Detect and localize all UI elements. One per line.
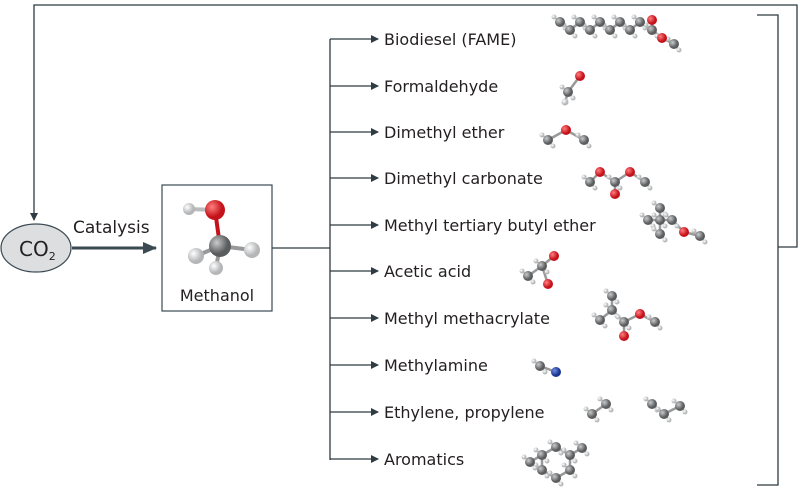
svg-text:CO2: CO2 xyxy=(19,237,56,263)
product-label: Dimethyl ether xyxy=(384,123,505,142)
recycle-loop-line xyxy=(757,14,779,486)
product-row: Dimethyl carbonate xyxy=(330,167,653,199)
methanol-molecule-icon xyxy=(183,200,260,275)
recycle-arrow xyxy=(30,4,798,248)
molecule-icon xyxy=(583,396,688,423)
molecule-icon xyxy=(639,200,708,245)
product-row: Methyl tertiary butyl ether xyxy=(330,200,708,245)
product-label: Aromatics xyxy=(384,450,464,469)
co2-label: CO xyxy=(19,237,49,261)
product-label: Dimethyl carbonate xyxy=(384,169,543,188)
product-label: Acetic acid xyxy=(384,262,471,281)
product-label: Methyl methacrylate xyxy=(384,309,550,328)
product-row: Acetic acid xyxy=(330,251,559,289)
catalysis-label: Catalysis xyxy=(73,218,150,238)
molecule-icon xyxy=(551,14,682,53)
product-label: Methylamine xyxy=(384,356,488,375)
product-row: Formaldehyde xyxy=(330,71,585,106)
product-row: Aromatics xyxy=(330,439,590,487)
molecule-icon xyxy=(539,125,592,149)
methanol-label: Methanol xyxy=(180,286,254,305)
product-row: Methyl methacrylate xyxy=(330,288,663,341)
molecule-icon xyxy=(531,358,561,377)
product-row: Methylamine xyxy=(330,356,561,377)
product-label: Formaldehyde xyxy=(384,77,498,96)
product-row: Biodiesel (FAME) xyxy=(330,14,682,53)
molecule-icon xyxy=(521,439,590,487)
product-label: Biodiesel (FAME) xyxy=(384,30,516,49)
product-label: Methyl tertiary butyl ether xyxy=(384,216,596,235)
product-row: Dimethyl ether xyxy=(330,123,592,149)
molecule-icon xyxy=(519,251,559,289)
molecule-icon xyxy=(581,167,653,199)
molecule-icon xyxy=(591,288,663,341)
methanol-box: Methanol xyxy=(161,184,273,312)
molecule-icon xyxy=(559,71,585,106)
co2-node: CO2 xyxy=(0,223,72,273)
co2-subscript: 2 xyxy=(49,250,56,263)
product-label: Ethylene, propylene xyxy=(384,403,545,422)
product-row: Ethylene, propylene xyxy=(330,396,688,423)
